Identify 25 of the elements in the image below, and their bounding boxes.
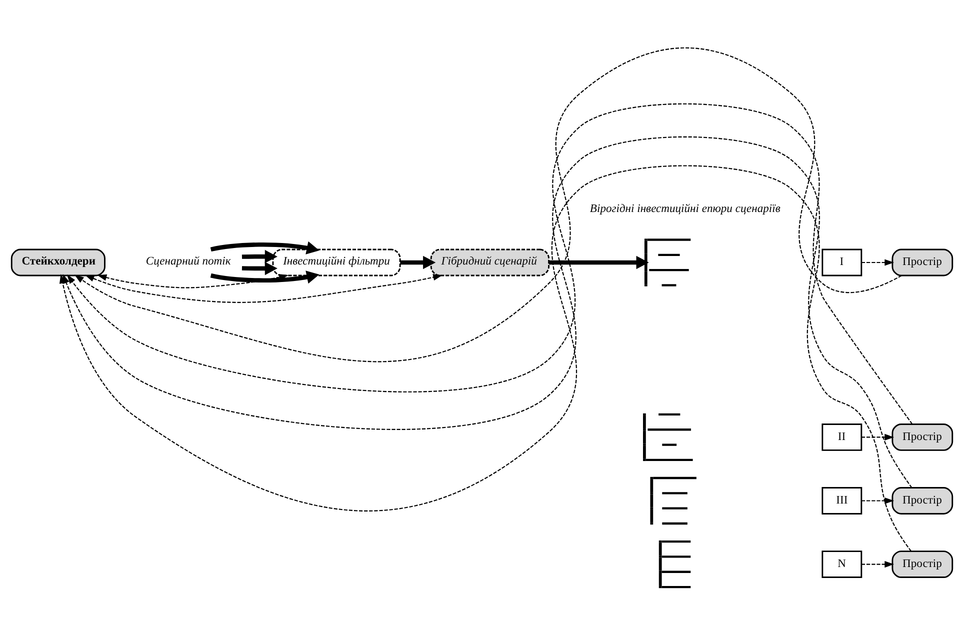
node-box: I <box>822 248 862 276</box>
arrow <box>210 240 320 254</box>
arrow <box>242 249 278 263</box>
arrow <box>74 47 902 362</box>
node-box: Інвестиційні фільтри <box>272 248 401 276</box>
node-box: N <box>822 550 862 578</box>
arrow <box>862 433 894 440</box>
node-box: Простір <box>892 486 954 514</box>
label: Вірогідні інвестиційні епюри сценаріїв <box>590 202 780 214</box>
node-box: III <box>822 486 862 514</box>
arrow <box>862 258 894 266</box>
arrow <box>862 560 894 568</box>
node-box: Стейкхолдери <box>10 248 106 276</box>
node-box: Простір <box>892 423 954 450</box>
node-box: Простір <box>892 248 954 276</box>
arrow <box>59 164 912 551</box>
arrow <box>242 261 278 275</box>
node-box: II <box>822 423 862 450</box>
node-box: Гібридний сценарій <box>430 248 550 276</box>
arrow <box>862 496 894 504</box>
node-box: Простір <box>892 550 954 578</box>
arrow <box>66 102 913 424</box>
node-text: Сценарний потік <box>146 255 231 268</box>
arrow <box>210 270 320 284</box>
arrow <box>400 255 436 269</box>
